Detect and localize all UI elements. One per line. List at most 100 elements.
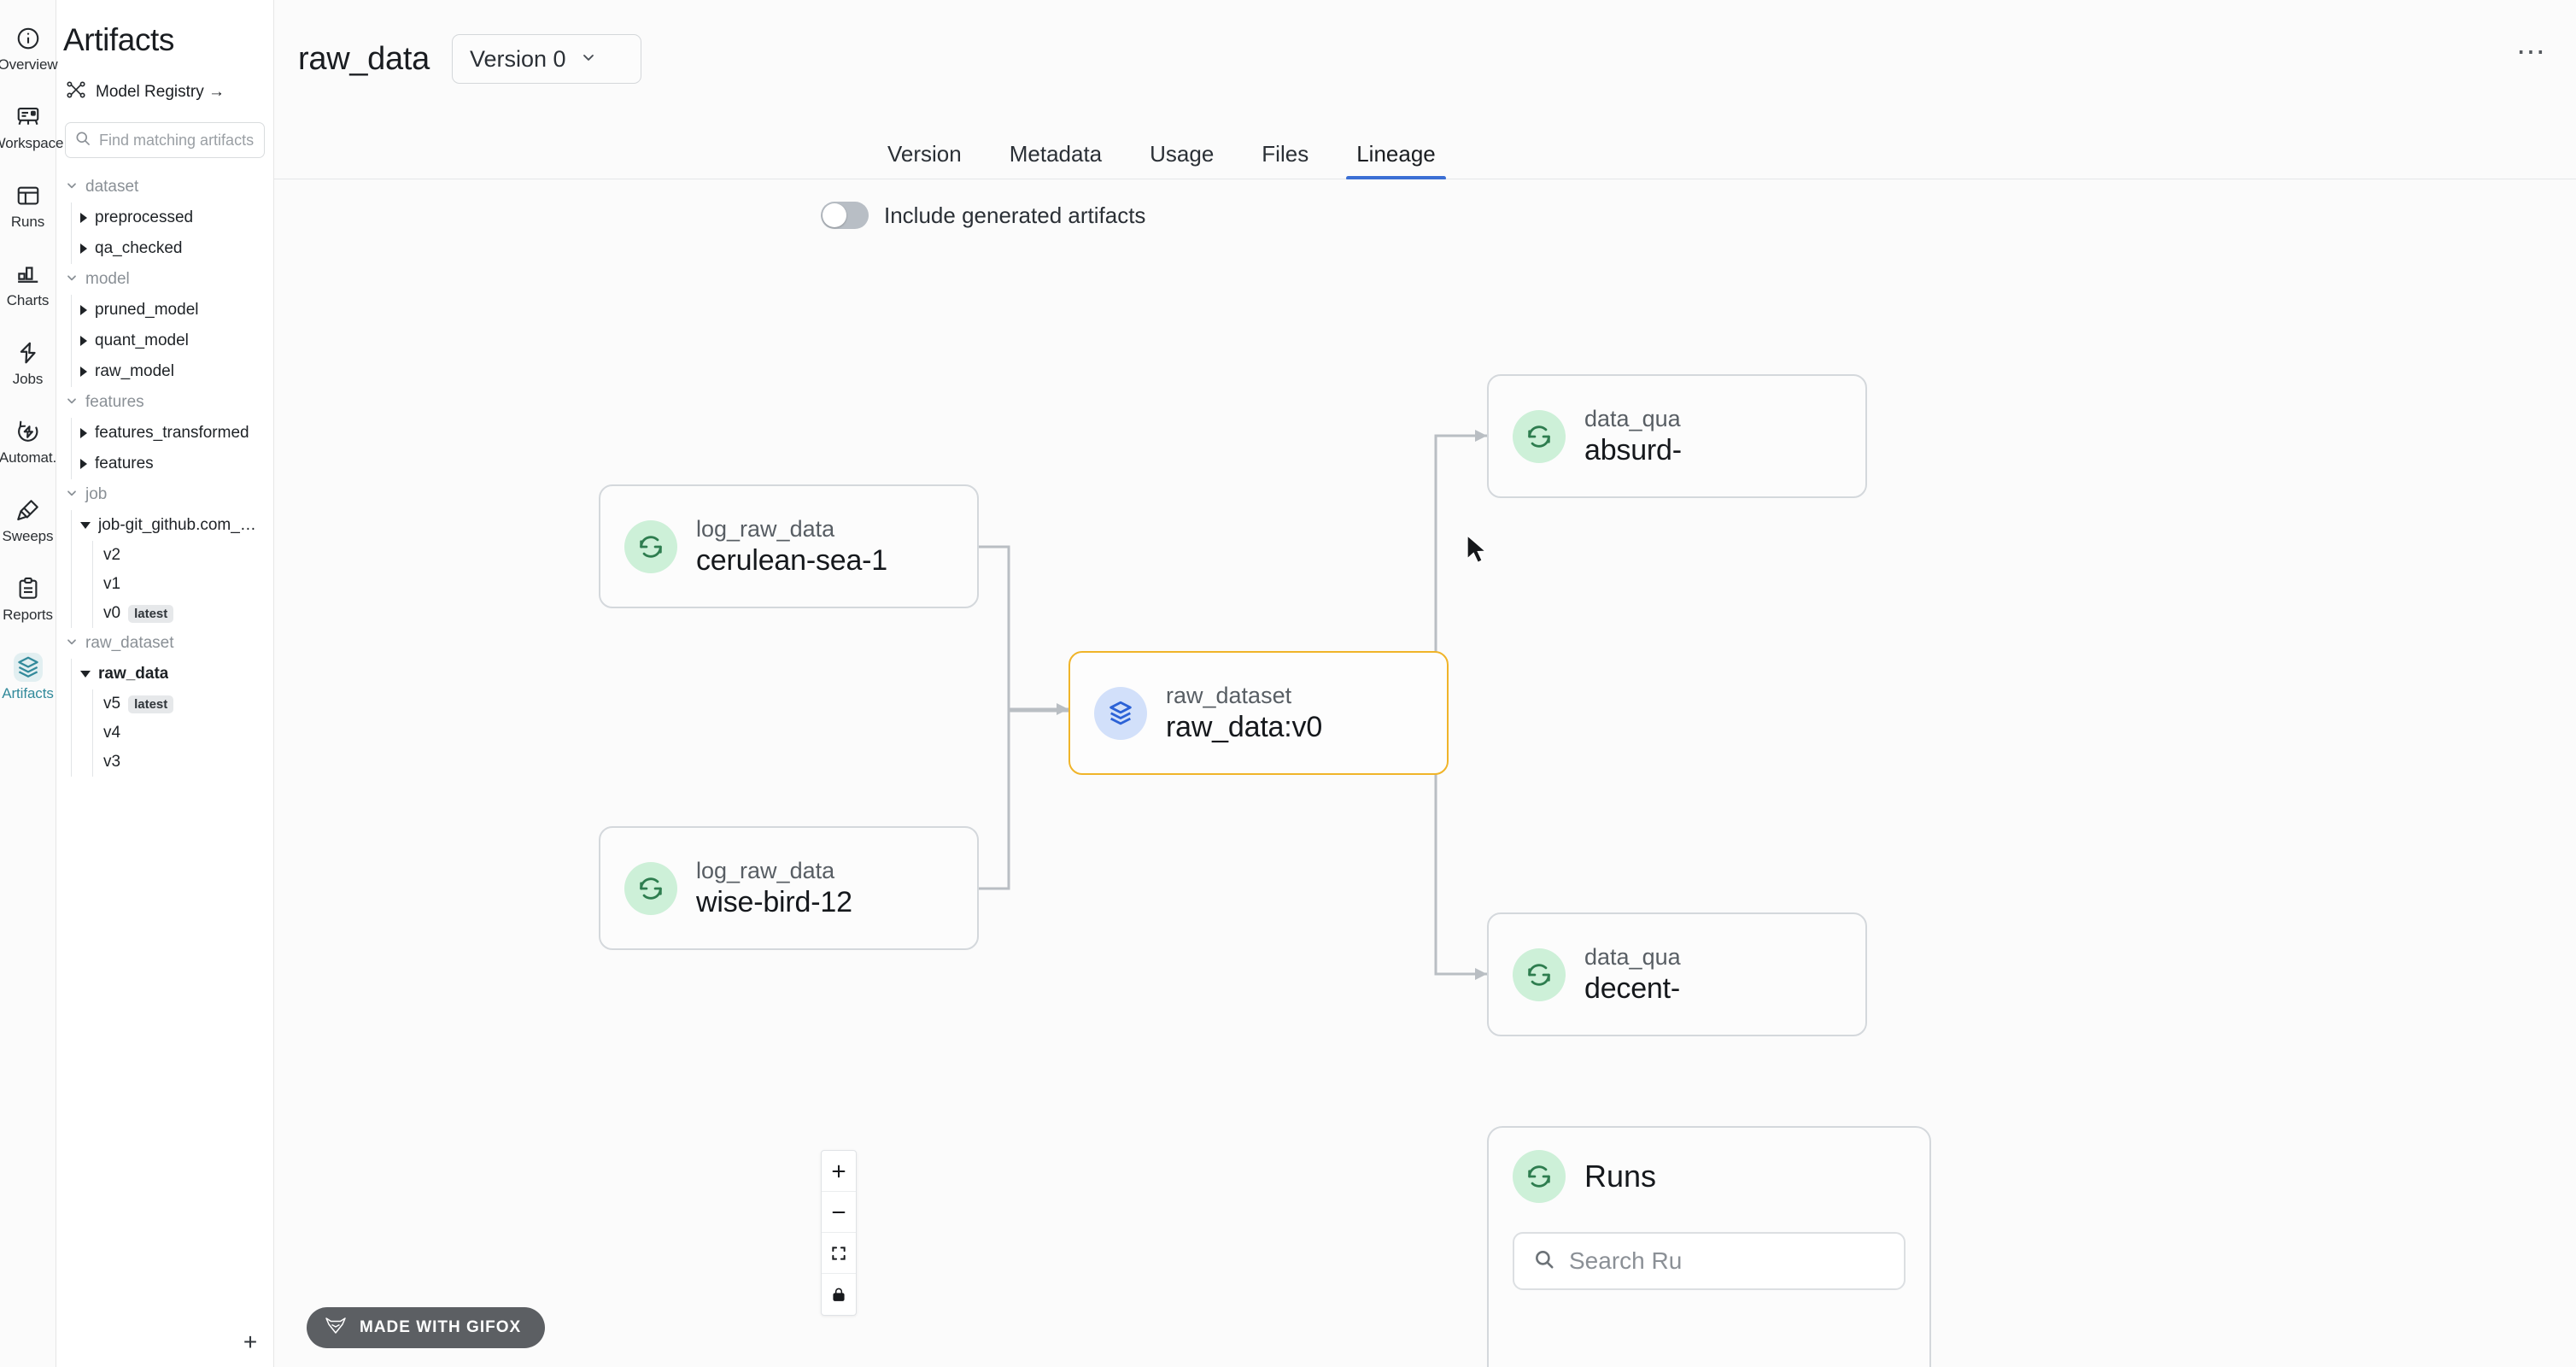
version-tag-badge: latest <box>128 604 174 623</box>
lock-view-button[interactable] <box>822 1274 856 1315</box>
model-registry-icon <box>65 79 87 105</box>
zoom-out-button[interactable] <box>822 1192 856 1233</box>
gifox-watermark: MADE WITH GIFOX <box>307 1307 546 1348</box>
runs-panel-header: Runs <box>1513 1150 1906 1203</box>
tree-version-v3[interactable]: v3 <box>93 748 273 777</box>
lineage-node-run-decent[interactable]: data_qua decent- <box>1487 912 1867 1036</box>
caret-right-icon[interactable] <box>80 428 87 438</box>
tree-item-features[interactable]: features <box>72 449 273 479</box>
run-refresh-icon <box>1513 948 1566 1001</box>
tree-item-label: pruned_model <box>95 301 199 319</box>
fit-view-button[interactable] <box>822 1233 856 1274</box>
tab-usage[interactable]: Usage <box>1150 141 1215 167</box>
lineage-node-dataset-rawdata[interactable]: raw_dataset raw_data:v0 <box>1068 651 1449 775</box>
chevron-down-icon <box>580 49 597 70</box>
sidebar-item-label: Reports <box>3 607 53 623</box>
tab-lineage[interactable]: Lineage <box>1332 143 1460 180</box>
caret-right-icon[interactable] <box>80 336 87 346</box>
tree-item-quant-model[interactable]: quant_model <box>72 326 273 356</box>
tree-version-v2[interactable]: v2 <box>93 541 273 570</box>
artifact-header: raw_data Version 0 ⋯ <box>274 0 2576 118</box>
search-icon <box>1533 1248 1555 1275</box>
tree-version-label: v5 <box>103 695 121 713</box>
search-icon <box>74 130 91 151</box>
lineage-runs-panel[interactable]: Runs Search Ru <box>1487 1126 1931 1367</box>
tree-item-preprocessed[interactable]: preprocessed <box>72 202 273 233</box>
tree-item-pruned-model[interactable]: pruned_model <box>72 295 273 326</box>
chevron-down-icon <box>65 179 79 197</box>
run-refresh-icon <box>624 861 677 915</box>
lineage-node-subtitle: raw_dataset <box>1166 682 1292 708</box>
tree-group-label: job <box>85 485 108 503</box>
tree-group-raw_dataset[interactable]: raw_dataset <box>65 628 273 659</box>
sidebar-item-charts[interactable]: Charts <box>2 255 55 313</box>
tab-metadata[interactable]: Metadata <box>1009 141 1103 167</box>
tree-item-raw-model[interactable]: raw_model <box>72 356 273 387</box>
tree-version-v4[interactable]: v4 <box>93 719 273 748</box>
include-generated-artifacts-toggle[interactable] <box>821 202 869 229</box>
model-registry-link[interactable]: Model Registry → <box>56 58 273 105</box>
run-refresh-icon <box>1513 409 1566 463</box>
version-selector[interactable]: Version 0 <box>451 34 641 84</box>
tree-group-features[interactable]: features <box>65 387 273 418</box>
tree-item-job-git-github-com-wa-[interactable]: job-git_github.com_wa… <box>72 510 273 541</box>
sidebar-item-workspace[interactable]: Workspace <box>0 97 64 155</box>
add-artifact-button[interactable]: + <box>243 1329 258 1355</box>
lineage-node-run-cerulean[interactable]: log_raw_data cerulean-sea-1 <box>599 484 979 608</box>
tree-group-model[interactable]: model <box>65 264 273 295</box>
overflow-menu-button[interactable]: ⋯ <box>2516 36 2547 69</box>
tree-group-dataset[interactable]: dataset <box>65 172 273 202</box>
include-generated-artifacts-label: Include generated artifacts <box>884 202 1146 228</box>
tree-item-features-transformed[interactable]: features_transformed <box>72 418 273 449</box>
runs-panel-search[interactable]: Search Ru <box>1513 1232 1906 1290</box>
lineage-node-title: wise-bird-12 <box>696 885 852 918</box>
tree-group-job[interactable]: job <box>65 479 273 510</box>
sidebar-item-overview[interactable]: Overview <box>0 19 58 77</box>
artifact-tabs: Version Metadata Usage Files Lineage <box>274 118 2576 180</box>
include-generated-artifacts-row[interactable]: Include generated artifacts <box>821 202 1145 229</box>
tree-group-label: features <box>85 393 144 411</box>
lineage-canvas[interactable]: Include generated artifacts <box>274 179 2576 1367</box>
tree-item-label: raw_model <box>95 362 174 380</box>
chevron-down-icon <box>65 486 79 504</box>
lineage-node-run-wisebird[interactable]: log_raw_data wise-bird-12 <box>599 826 979 950</box>
sidebar-item-artifacts[interactable]: Artifacts <box>2 648 55 706</box>
broom-icon <box>14 496 43 525</box>
caret-right-icon[interactable] <box>80 213 87 223</box>
sidebar-item-label: Jobs <box>12 371 44 387</box>
caret-down-icon[interactable] <box>80 671 91 678</box>
left-nav-rail: Overview Workspace Runs <box>0 0 64 1367</box>
sidebar-item-reports[interactable]: Reports <box>2 569 55 627</box>
search-input[interactable] <box>99 131 255 150</box>
tab-files[interactable]: Files <box>1262 141 1309 167</box>
fox-icon <box>324 1316 348 1341</box>
tab-version[interactable]: Version <box>887 141 962 167</box>
lineage-node-title: cerulean-sea-1 <box>696 543 887 577</box>
runs-panel-search-placeholder: Search Ru <box>1569 1247 1683 1274</box>
caret-right-icon[interactable] <box>80 305 87 315</box>
toggle-knob <box>823 203 846 227</box>
sidebar-item-label: Runs <box>10 214 45 230</box>
search-input-wrapper[interactable] <box>65 122 265 158</box>
tree-item-qa-checked[interactable]: qa_checked <box>72 233 273 264</box>
sidebar-item-jobs[interactable]: Jobs <box>2 333 55 391</box>
page-title: Artifacts <box>63 22 175 57</box>
caret-down-icon[interactable] <box>80 522 91 529</box>
caret-right-icon[interactable] <box>80 367 87 377</box>
caret-right-icon[interactable] <box>80 459 87 469</box>
caret-right-icon[interactable] <box>80 243 87 254</box>
sidebar-item-automations[interactable]: Automat. <box>0 412 56 470</box>
tree-version-label: v3 <box>103 753 121 771</box>
chevron-down-icon <box>65 271 79 289</box>
tree-group-label: model <box>85 270 130 288</box>
sidebar-item-sweeps[interactable]: Sweeps <box>2 490 55 549</box>
tree-group-label: dataset <box>85 178 139 196</box>
tree-item-raw-data[interactable]: raw_data <box>72 659 273 689</box>
zoom-in-button[interactable] <box>822 1151 856 1192</box>
tree-version-v1[interactable]: v1 <box>93 570 273 599</box>
lineage-node-run-absurd[interactable]: data_qua absurd- <box>1487 374 1867 498</box>
tree-version-label: v4 <box>103 724 121 742</box>
sidebar-item-runs[interactable]: Runs <box>2 176 55 234</box>
